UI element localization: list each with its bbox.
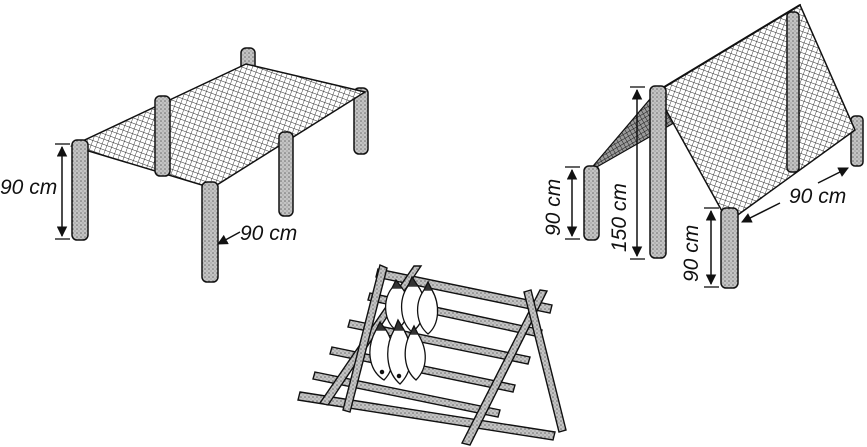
flat-rack-height-label: 90 cm — [0, 176, 57, 199]
flat-rack-middle-post-left — [154, 95, 171, 177]
fish-pair-lower — [369, 318, 426, 385]
fish-rack-ridge-pole — [375, 268, 553, 314]
flat-drying-rack: 90 cm 90 cm — [0, 47, 369, 283]
flat-rack-front-post-right — [201, 181, 219, 283]
flat-rack-net — [69, 63, 367, 189]
tent-rack-ridge — [655, 4, 801, 93]
tent-rack-front-height-label: 90 cm — [680, 225, 703, 282]
tent-rack-spacing-label: 90 cm — [789, 185, 846, 208]
flat-rack-spacing-label: 90 cm — [240, 222, 297, 245]
fish-rack-base-pole — [297, 391, 556, 441]
tent-rack-front-post — [720, 207, 739, 289]
tent-rack-side-post — [583, 165, 600, 241]
tent-rack-ridge-height-label: 150 cm — [608, 183, 631, 252]
a-frame-fish-rack — [297, 264, 567, 446]
fish-rack-rung-4 — [312, 371, 501, 418]
tent-rack-side-height-label: 90 cm — [542, 179, 565, 236]
fish-rack-leg-left-back — [342, 264, 388, 413]
fish-rack-leg-right-front — [460, 289, 549, 446]
tent-rack-spacing-arrow-right — [817, 167, 849, 184]
tent-rack-spacing-arrow-left — [741, 202, 781, 223]
flat-rack-middle-post-right — [278, 131, 294, 217]
flat-rack-spacing-arrow — [217, 231, 241, 245]
flat-rack-front-post-left — [71, 139, 89, 241]
tent-rack-ridge-post-back — [786, 11, 800, 173]
fish-pair-upper — [385, 275, 439, 335]
tent-rack-ridge-post-front — [649, 85, 667, 259]
flat-rack-back-post-right — [353, 87, 369, 155]
tent-drying-rack: 90 cm 150 cm 90 cm 90 cm — [542, 3, 864, 289]
fish-rack-leg-right-back — [523, 289, 567, 433]
